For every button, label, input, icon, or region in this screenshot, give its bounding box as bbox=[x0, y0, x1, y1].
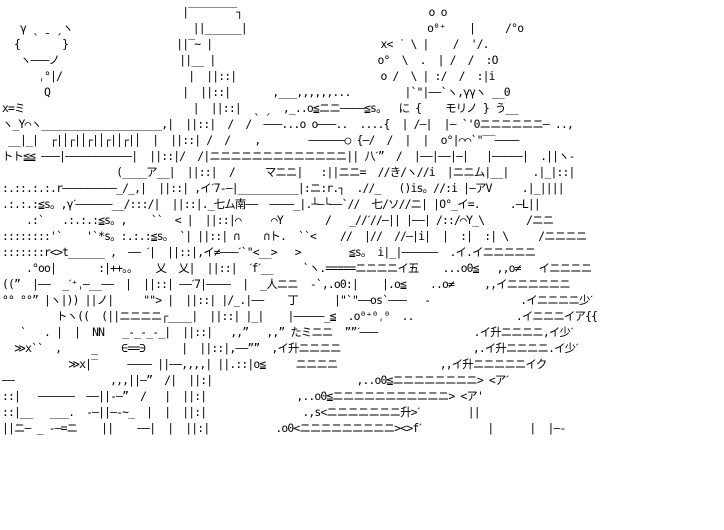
ascii-art-line: |‾‾‾‾‾‾‾‾┐ o o bbox=[2, 5, 447, 19]
ascii-art-line: ::| —————— ——||-—” / | ||:| ,..o0≦ニニニニニニ… bbox=[2, 389, 484, 403]
ascii-art-line: ::|__ ___. -—||—-~_ | | ||:| .,s<ニニニニニニニ… bbox=[2, 405, 481, 419]
ascii-art-line: __|_| ┌|│┌|│┌|│┌|│┌|│ | ||::| / / , ————… bbox=[2, 133, 520, 147]
ascii-art-line: ((” |—— _ˊ⁺ˌ—__—— | ||::| ——ˊ7|———— | _人… bbox=[2, 277, 571, 291]
ascii-art-line: ヽ———ノ ||__ | o° \ . | / / :O bbox=[2, 53, 499, 67]
ascii-art-line: γ ˎ ˍ ˏヽ ||______| o⁰⁺ | /°o bbox=[2, 21, 524, 35]
ascii-art-line: °° °°” |ヽ|)) ||ノ| ""> | ||::| |/_.|—— 丁 … bbox=[2, 293, 593, 307]
ascii-art-line: ˌ°|/ | ||::| o / \ | :/ / :|i bbox=[2, 69, 495, 83]
ascii-art-line: .:` .:.:.:≦s。, `` < | ||::|⌒ ⌒Y / _//ˊ//… bbox=[2, 213, 554, 227]
ascii-art-line: :::::::r<>t______ , —— ˊ| ||::|,イ≠———ˊ`"… bbox=[2, 245, 536, 259]
ascii-art-line: ::::::::'` '`*s。:.:.:≦s。 `| ||::| ∩ ∩ト. … bbox=[2, 229, 587, 243]
ascii-art-line: .°oo| :|++。。 乂 乂| ||::| ˊfˊ__ `ヽ.=====ニニ… bbox=[2, 261, 592, 275]
ascii-art-line: (____ア__| ||::| / マニニ| :||ニニ= //き/ヽ//i |… bbox=[2, 165, 575, 179]
ascii-art-line: ` . | | NN _-_-_-_| ||::| ,,” ,,” たミニニ ”… bbox=[2, 325, 574, 339]
ascii-art-line: x=ミ | ||::| ˎ ˏ ,_..o≦ニニ————≦s。 に { モリノ … bbox=[2, 101, 518, 115]
ascii-art-line: ≫x`` , _ ∈==∋ | ||::|,——”” ,イ升ニニニニ ,.イ升ニ… bbox=[2, 341, 579, 355]
ascii-art-line: トヽ(( (||ニニニニ┌____| ||::| |_| |—————_≦ .o… bbox=[2, 309, 598, 323]
ascii-art-line: ヽ_Y⌒ヽ____________________,| ||::| / / ——… bbox=[2, 117, 574, 131]
ascii-art-line: { } ||‾~ | x< ˙ \ | / '/. bbox=[2, 37, 489, 51]
ascii-art-line: —— ,,,||—” /| ||:| ,..o0≦ニニニニニニニニ> <アˊ bbox=[2, 373, 509, 387]
ascii-art-block: |‾‾‾‾‾‾‾‾┐ o o γ ˎ ˍ ˏヽ ||______| o⁰⁺ | … bbox=[2, 5, 598, 435]
ascii-art-line: .:.:.:≦s。,γˊ——————__/:::/| ||::|._七ム南—— … bbox=[2, 197, 541, 211]
ascii-art-line: Q | ||::| ,___,,,,,,... |`"|——`ヽ,γγヽ __0 bbox=[2, 85, 511, 99]
ascii-art-line: ||ニ— _ -—=ニ || ——| | ||:| .o0<ニニニニニニニニニ>… bbox=[2, 421, 566, 435]
ascii-art-line: ≫x|‾ ———— ||——,,,,| ||.::|o≦ ニニニニ ,,イ升ニニ… bbox=[2, 357, 547, 371]
ascii-art-line: トト≦≦ ———|———————————| ||::|/ /|ニニニニニニニニニ… bbox=[2, 149, 575, 163]
ascii-art-line: :.::.:.:.r—————————_/_,| ||::| ,イˊ7-—|__… bbox=[2, 181, 565, 195]
